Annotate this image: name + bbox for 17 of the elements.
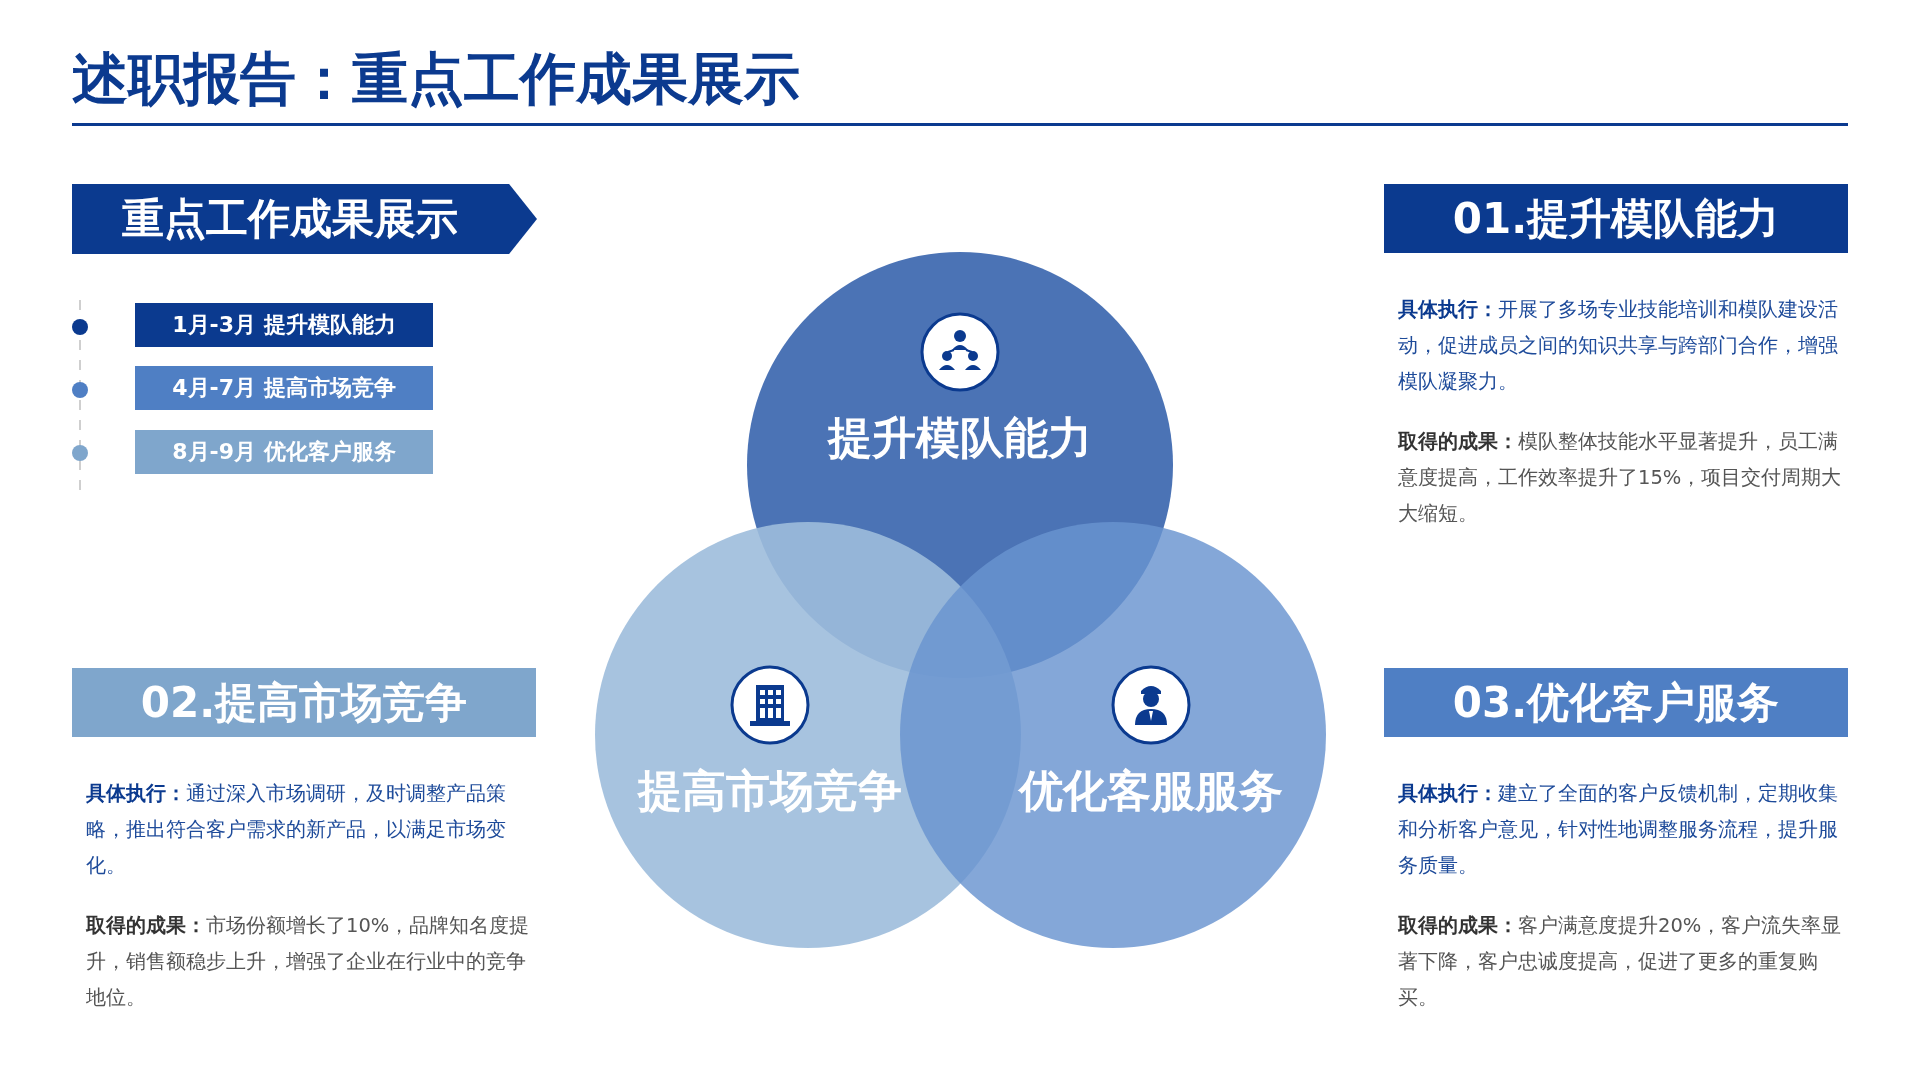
- heading-bar: 01.提升模队能力: [1384, 184, 1848, 253]
- section-banner: 重点工作成果展示: [72, 184, 537, 254]
- description-paragraph: 取得的成果：市场份额增长了10%，品牌知名度提升，销售额稳步上升，增强了企业在行业中的竞争地位。: [86, 913, 531, 1011]
- timeline-label: 8月-9月 优化客户服务: [135, 430, 433, 474]
- description-paragraph: 具体执行：通过深入市场调研，及时调整产品策略，推出符合客户需求的新产品，以满足市场变化。: [86, 781, 507, 879]
- timeline-label: 1月-3月 提升模队能力: [135, 303, 433, 347]
- circle-label: 提升模队能力: [828, 411, 1092, 465]
- description-paragraph: 具体执行：开展了多场专业技能培训和模队建设活动，促进成员之间的知识共享与跨部门合作，增强模队凝聚力。: [1398, 297, 1839, 395]
- slide-title: 述职报告：重点工作成果展示: [72, 45, 800, 113]
- circle-label: 优化客服服务: [1019, 764, 1283, 818]
- timeline-label: 4月-7月 提高市场竞争: [135, 366, 433, 410]
- description-paragraph: 取得的成果：客户满意度提升20%，客户流失率显著下降，客户忠诚度提高，促进了更多的重复购买。: [1398, 913, 1843, 1011]
- heading-bar: 03.优化客户服务: [1384, 668, 1848, 737]
- description-paragraph: 取得的成果：模队整体技能水平显著提升，员工满意度提高，工作效率提升了15%，项目交付周期大大缩短。: [1398, 429, 1843, 527]
- heading-bar: 02.提高市场竞争: [72, 668, 536, 737]
- description-paragraph: 具体执行：建立了全面的客户反馈机制，定期收集和分析客户意见，针对性地调整服务流程，提升服务质量。: [1398, 781, 1839, 879]
- circle-label: 提高市场竞争: [638, 764, 902, 818]
